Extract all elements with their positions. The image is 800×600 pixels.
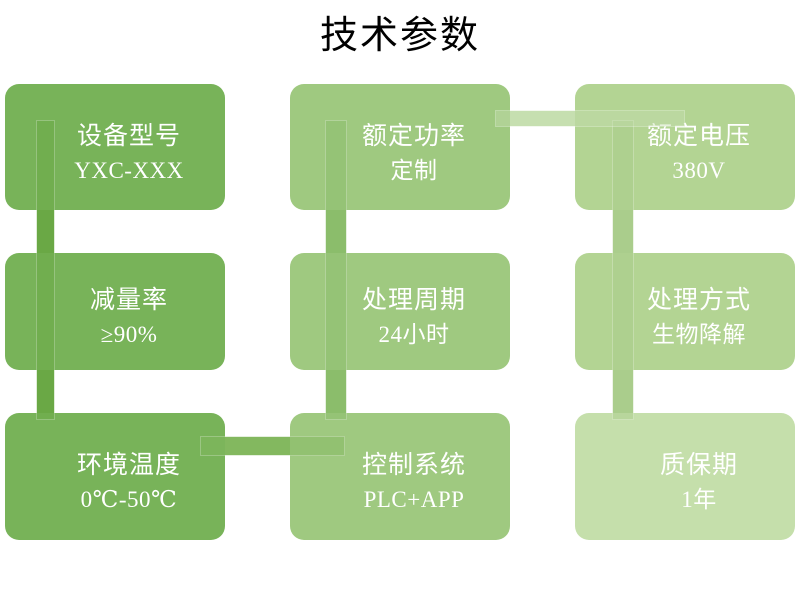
card-value-ambient-temperature: 0℃-50℃ — [80, 487, 178, 512]
card-value-device-model: YXC-XXX — [74, 157, 184, 183]
card-title-ambient-temperature: 环境温度 — [76, 452, 181, 479]
card-title-warranty-period: 质保期 — [659, 452, 738, 479]
card-title-rated-voltage: 额定电压 — [646, 122, 751, 150]
card-reduction-rate[interactable]: 减量率 ≥90% — [5, 253, 225, 370]
card-title-device-model: 设备型号 — [76, 122, 181, 150]
card-text-rated-voltage: 额定电压 380V — [647, 120, 751, 187]
card-text-reduction-rate: 减量率 ≥90% — [90, 284, 168, 351]
card-warranty-period[interactable]: 质保期 1年 — [575, 413, 795, 540]
card-text-rated-power: 额定功率定制 — [362, 120, 466, 187]
card-text-warranty-period: 质保期 1年 — [660, 449, 738, 516]
card-value-control-system: PLC+APP — [363, 487, 465, 512]
card-text-treatment-cycle: 处理周期 24小时 — [362, 284, 466, 351]
card-title-treatment-cycle: 处理周期 — [361, 287, 466, 314]
card-text-control-system: 控制系统 PLC+APP — [362, 449, 466, 516]
card-title-control-system: 控制系统 — [361, 452, 466, 479]
card-title-reduction-rate: 减量率 — [89, 287, 168, 314]
card-value-rated-voltage: 380V — [672, 157, 726, 183]
card-value-rated-power: 定制 — [390, 157, 438, 183]
card-control-system[interactable]: 控制系统 PLC+APP — [290, 413, 510, 540]
card-rated-voltage[interactable]: 额定电压 380V — [575, 84, 795, 210]
page-title: 技术参数 — [319, 15, 480, 57]
card-ambient-temperature[interactable]: 环境温度 0℃-50℃ — [5, 413, 225, 540]
card-device-model[interactable]: 设备型号 YXC-XXX — [5, 84, 225, 210]
card-title-rated-power: 额定功率 — [361, 122, 466, 150]
card-text-treatment-method: 处理方式生物降解 — [647, 284, 751, 351]
card-rated-power[interactable]: 额定功率定制 — [290, 84, 510, 210]
card-value-treatment-method: 生物降解 — [651, 322, 746, 347]
card-value-treatment-cycle: 24小时 — [378, 322, 450, 347]
card-treatment-method[interactable]: 处理方式生物降解 — [575, 253, 795, 370]
card-value-warranty-period: 1年 — [681, 487, 717, 512]
card-title-treatment-method: 处理方式 — [646, 287, 751, 314]
card-value-reduction-rate: ≥90% — [100, 322, 158, 347]
card-treatment-cycle[interactable]: 处理周期 24小时 — [290, 253, 510, 370]
card-text-device-model: 设备型号 YXC-XXX — [74, 120, 184, 187]
card-text-ambient-temperature: 环境温度 0℃-50℃ — [77, 449, 181, 516]
